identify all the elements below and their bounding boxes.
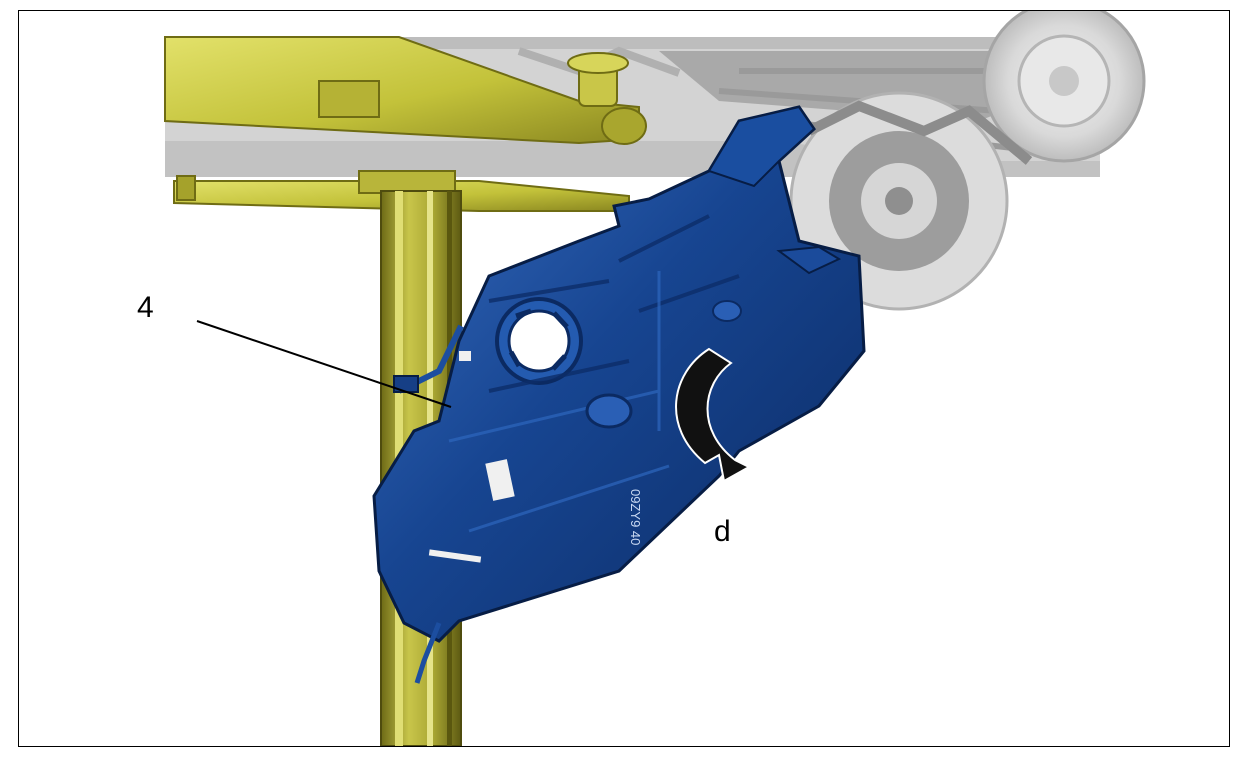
tank-marking-text: 09ZY9 40	[628, 489, 643, 545]
diagram-frame: 09ZY9 40 4 d	[18, 10, 1230, 747]
curved-arrow-icon	[675, 347, 752, 483]
callout-rotation-d: d	[714, 515, 731, 548]
callout-4-leader-line	[196, 320, 452, 408]
callout-part-4: 4	[137, 291, 154, 324]
fuel-tank: 09ZY9 40	[372, 105, 866, 684]
fuel-tank-removal-illustration: 09ZY9 40 4 d	[137, 11, 1146, 746]
